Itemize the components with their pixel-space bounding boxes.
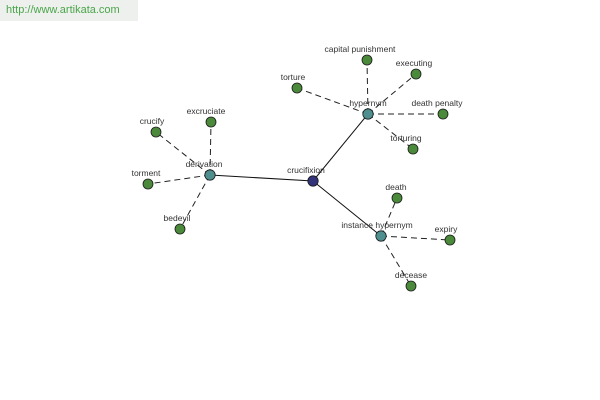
leaf-node-torment[interactable]	[142, 178, 154, 190]
leaf-label-expiry: expiry	[435, 224, 458, 234]
edge-instance-hypernym-death	[380, 197, 398, 237]
edge-hypernym-executing	[367, 73, 417, 115]
edge-hypernym-torture	[296, 87, 369, 115]
leaf-label-torment: torment	[132, 168, 161, 178]
leaf-node-crucify[interactable]	[150, 126, 162, 138]
leaf-node-executing[interactable]	[410, 68, 422, 80]
edge-root-derivation	[209, 174, 314, 182]
leaf-node-torture[interactable]	[291, 82, 303, 94]
graph-labels: crucify excruciate torment bedevil capital p…	[132, 44, 464, 280]
leaf-label-death: death	[385, 182, 407, 192]
root-node-root[interactable]	[307, 175, 319, 187]
leaf-label-bedevil: bedevil	[164, 213, 191, 223]
leaf-node-decease[interactable]	[405, 280, 417, 292]
leaf-label-torturing: torturing	[390, 133, 421, 143]
relation-label-derivation: derivation	[186, 159, 223, 169]
edge-derivation-bedevil	[179, 174, 211, 230]
edge-instance-hypernym-expiry	[380, 235, 451, 241]
leaf-node-death-penalty[interactable]	[437, 108, 449, 120]
edge-derivation-crucify	[155, 131, 211, 176]
leaf-label-torture: torture	[281, 72, 306, 82]
leaf-node-capital-punishment[interactable]	[361, 54, 373, 66]
relation-label-hypernym: hypernym	[349, 98, 386, 108]
leaf-node-excruciate[interactable]	[205, 116, 217, 128]
watermark-url: http://www.artikata.com	[0, 0, 138, 21]
edge-derivation-torment	[147, 174, 211, 185]
leaf-label-death-penalty: death penalty	[411, 98, 463, 108]
edge-root-hypernym	[312, 113, 369, 182]
relation-label-instance-hypernym: instance hypernym	[341, 220, 412, 230]
edge-derivation-excruciate	[209, 121, 212, 176]
edge-hypernym-torturing	[367, 113, 414, 150]
edge-root-instance-hypernym	[312, 180, 382, 237]
edge-hypernym-capital-punishment	[366, 59, 369, 115]
leaf-label-executing: executing	[396, 58, 433, 68]
leaf-label-decease: decease	[395, 270, 427, 280]
relation-node-hypernym[interactable]	[362, 108, 374, 120]
relation-node-derivation[interactable]	[204, 169, 216, 181]
relation-node-instance-hypernym[interactable]	[375, 230, 387, 242]
graph-nodes	[142, 54, 456, 292]
leaf-label-capital-punishment: capital punishment	[325, 44, 397, 54]
leaf-label-crucify: crucify	[140, 116, 165, 126]
graph-edges	[147, 59, 451, 287]
leaf-node-death[interactable]	[391, 192, 403, 204]
leaf-node-expiry[interactable]	[444, 234, 456, 246]
leaf-label-excruciate: excruciate	[187, 106, 226, 116]
leaf-node-torturing[interactable]	[407, 143, 419, 155]
root-label-root: crucifixion	[287, 165, 325, 175]
leaf-node-bedevil[interactable]	[174, 223, 186, 235]
